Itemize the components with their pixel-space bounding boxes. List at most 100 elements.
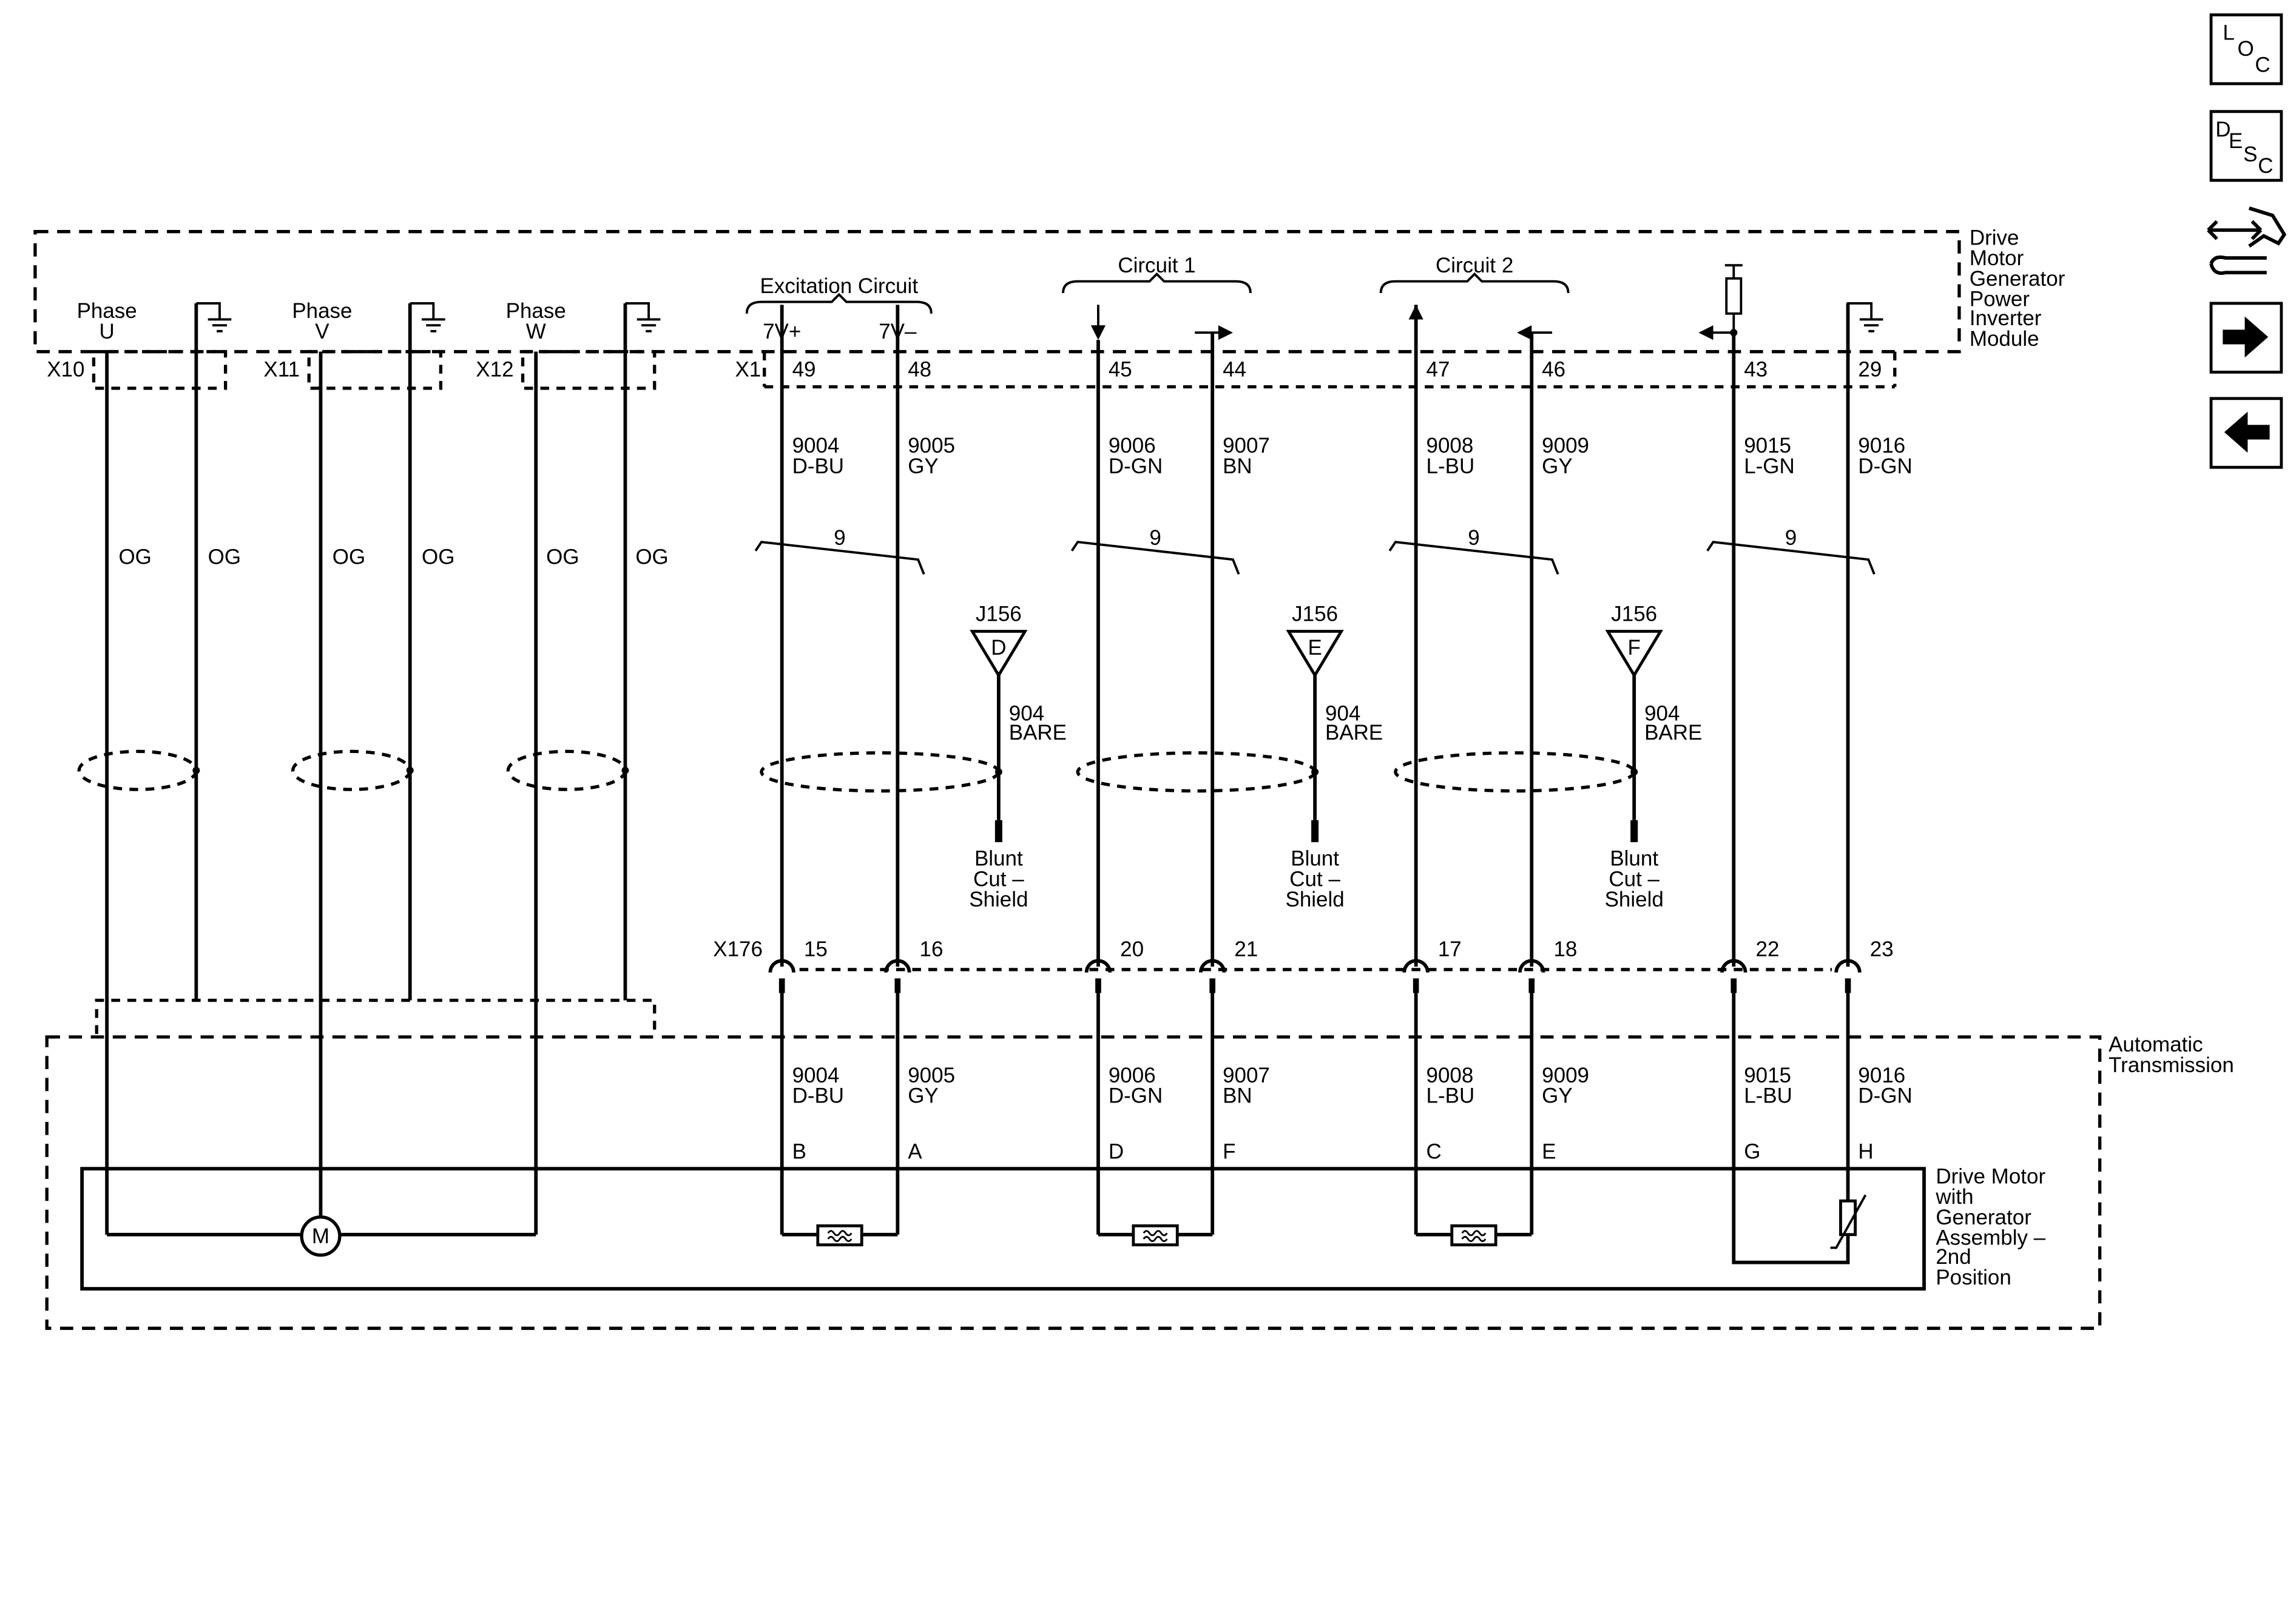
splice-dot-v bbox=[406, 766, 414, 774]
wire-color: D-BU bbox=[792, 1084, 845, 1108]
x176-terminal bbox=[1084, 959, 1112, 973]
circuit-number: 9009 bbox=[1542, 1064, 1589, 1087]
circuit-number: 9015 bbox=[1744, 1064, 1791, 1087]
circuit-number: 9008 bbox=[1427, 434, 1474, 457]
phase-v-group: Phase V X11 OG OG bbox=[263, 299, 454, 1219]
terminal-letter: D bbox=[1109, 1139, 1124, 1163]
phase-w-label: Phase bbox=[506, 299, 566, 323]
svg-text:9: 9 bbox=[1468, 526, 1479, 550]
svg-text:Drive: Drive bbox=[1970, 226, 2019, 249]
connector-x10-outline bbox=[92, 349, 228, 390]
thermistor-icon bbox=[1732, 1171, 1867, 1264]
circuit-number: 9005 bbox=[908, 1064, 955, 1087]
circuit-number: 9007 bbox=[1223, 1064, 1270, 1087]
svg-text:M: M bbox=[312, 1224, 329, 1248]
shield-end-label: Blunt bbox=[974, 847, 1023, 871]
x176-terminal bbox=[1402, 959, 1430, 973]
connector-x11-outline bbox=[307, 349, 443, 390]
svg-text:Module: Module bbox=[1970, 327, 2039, 351]
x176-terminal bbox=[1518, 959, 1545, 973]
svg-text:O: O bbox=[2237, 37, 2254, 61]
terminal-letter: G bbox=[1744, 1139, 1760, 1163]
shield-end-label: Shield bbox=[1285, 888, 1344, 911]
shield-ellipse bbox=[1076, 751, 1317, 793]
desc-button[interactable]: D E S C bbox=[2209, 110, 2283, 182]
motor-assembly-label: Drive Motor with Generator Assembly – 2n… bbox=[1935, 1164, 2045, 1289]
x176-pin-number: 22 bbox=[1756, 937, 1780, 961]
right-arrow-icon bbox=[1195, 325, 1233, 340]
svg-text:D: D bbox=[991, 636, 1006, 660]
x176-pin-number: 16 bbox=[920, 937, 944, 961]
splice-triangle-icon bbox=[970, 630, 1028, 678]
svg-text:E: E bbox=[2229, 129, 2243, 153]
svg-text:Generator: Generator bbox=[1970, 267, 2065, 291]
svg-text:D: D bbox=[2215, 118, 2230, 141]
svg-text:Generator: Generator bbox=[1936, 1206, 2031, 1229]
loc-button[interactable]: L O C bbox=[2209, 13, 2283, 86]
connector-service-icon[interactable] bbox=[2207, 206, 2287, 275]
svg-text:F: F bbox=[1628, 636, 1641, 660]
prev-page-button[interactable] bbox=[2209, 397, 2283, 469]
circuit-number: 9006 bbox=[1109, 434, 1156, 457]
wire-color-v-b: OG bbox=[422, 545, 454, 569]
next-page-button[interactable] bbox=[2209, 302, 2283, 374]
svg-text:Assembly –: Assembly – bbox=[1936, 1226, 2045, 1250]
x1-pin-number: 46 bbox=[1542, 358, 1565, 382]
left-arrow-icon bbox=[1517, 325, 1553, 340]
x176-terminal bbox=[1834, 959, 1862, 973]
splice-label: J156 bbox=[976, 603, 1022, 626]
connector-x10: X10 bbox=[47, 358, 84, 382]
circuit-number: 9004 bbox=[792, 1064, 840, 1087]
transmission-border bbox=[45, 1035, 2102, 1330]
svg-text:904: 904 bbox=[1009, 702, 1044, 726]
svg-text:Motor: Motor bbox=[1970, 246, 2024, 270]
svg-text:904: 904 bbox=[1325, 702, 1360, 726]
circuit-number: 9016 bbox=[1858, 434, 1905, 457]
svg-text:C: C bbox=[2255, 53, 2270, 77]
signal-wires: 499004D-BU159004D-BUB489005GY169005GYA45… bbox=[768, 303, 1913, 1235]
shield-v bbox=[291, 749, 412, 791]
ground-icon bbox=[196, 302, 232, 333]
svg-text:BARE: BARE bbox=[1325, 721, 1383, 744]
x176-terminal bbox=[884, 959, 911, 973]
circuit-number: 9006 bbox=[1109, 1064, 1156, 1087]
wire-color: D-GN bbox=[1109, 1084, 1163, 1108]
shield-w bbox=[506, 749, 627, 791]
twisted-pair-marker: 9 bbox=[754, 526, 925, 575]
terminal-letter: C bbox=[1427, 1139, 1442, 1163]
shield-end-label: Shield bbox=[1605, 888, 1664, 911]
svg-text:9: 9 bbox=[1149, 526, 1161, 550]
twisted-pair-marker: 9 bbox=[1706, 526, 1876, 575]
x176-pin-number: 18 bbox=[1553, 937, 1577, 961]
shield-end-label: Cut – bbox=[973, 867, 1024, 891]
left-arrow-icon bbox=[2224, 411, 2270, 453]
right-arrow-icon bbox=[2223, 316, 2269, 358]
connector-x12-outline bbox=[521, 349, 657, 390]
svg-text:Automatic: Automatic bbox=[2109, 1033, 2203, 1056]
wire-color: L-BU bbox=[1744, 1084, 1792, 1108]
x1-pin-number: 29 bbox=[1858, 358, 1882, 382]
phase-u-group: Phase U X10 OG OG bbox=[47, 299, 241, 1235]
shield-end-label: Blunt bbox=[1291, 847, 1339, 871]
shield-end-label: Cut – bbox=[1609, 867, 1660, 891]
circuit-number: 9005 bbox=[908, 434, 955, 457]
motor-assembly-box bbox=[80, 1167, 1926, 1291]
wire-color: BN bbox=[1223, 1084, 1252, 1108]
svg-text:9: 9 bbox=[1785, 526, 1797, 550]
svg-text:BARE: BARE bbox=[1644, 721, 1702, 744]
shield-ellipse bbox=[760, 751, 1001, 793]
x176-terminal bbox=[1720, 959, 1747, 973]
wire-color: D-BU bbox=[792, 454, 845, 478]
phase-w-group: Phase W X12 OG OG bbox=[476, 299, 669, 1235]
wire-color-w-a: OG bbox=[546, 545, 579, 569]
excitation-circuit-bracket: Excitation Circuit bbox=[745, 274, 933, 314]
